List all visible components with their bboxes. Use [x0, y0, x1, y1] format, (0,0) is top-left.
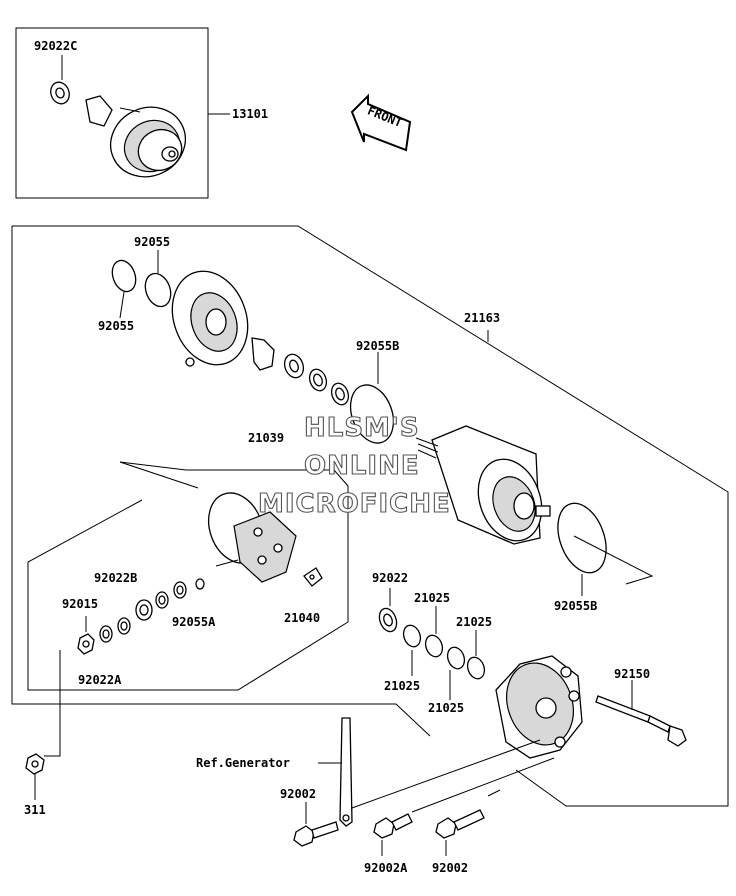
nut-92015[interactable] [77, 616, 95, 655]
front-cover[interactable] [160, 261, 260, 376]
starter-clutch-13101[interactable] [85, 95, 197, 189]
rear-cover[interactable] [495, 654, 585, 759]
washer-92022C[interactable] [48, 55, 72, 106]
label-ref-generator: Ref.Generator [196, 756, 290, 770]
o-ring-92055B-top[interactable] [343, 352, 401, 449]
o-ring-92055-a[interactable] [108, 257, 140, 319]
assembly-outline-21039 [27, 461, 349, 691]
label-92022: 92022 [372, 571, 408, 585]
bolt-leader-lines [351, 739, 555, 813]
label-92002-right: 92002 [432, 861, 468, 875]
front-arrow: FRONT [350, 93, 412, 152]
lock-plate[interactable] [251, 337, 275, 371]
label-92002A: 92002A [364, 861, 408, 875]
label-92055-top: 92055 [134, 235, 170, 249]
through-bolt-92150[interactable] [595, 680, 687, 747]
bolt-92002-left[interactable] [293, 802, 339, 847]
label-92022B: 92022B [94, 571, 137, 585]
label-92055B-bottom: 92055B [554, 599, 597, 613]
label-21025-b: 21025 [456, 615, 492, 629]
inset-box-starter-clutch [15, 27, 230, 199]
label-311: 311 [24, 803, 46, 817]
washer-stack-rear[interactable] [376, 588, 487, 700]
label-92055-left: 92055 [98, 319, 134, 333]
label-92055B-top: 92055B [356, 339, 399, 353]
watermark: HLSM'S ONLINE MICROFICHE [257, 412, 451, 519]
starter-motor-yoke[interactable] [415, 425, 553, 550]
label-13101: 13101 [232, 107, 268, 121]
watermark-line-1: HLSM'S [304, 413, 420, 443]
label-92015: 92015 [62, 597, 98, 611]
label-21025-d: 21025 [428, 701, 464, 715]
washer-chain-21039[interactable] [99, 578, 205, 643]
washer-stack-front[interactable] [281, 352, 351, 407]
label-92150: 92150 [614, 667, 650, 681]
bolt-92002-right[interactable] [435, 809, 485, 856]
label-92055A: 92055A [172, 615, 216, 629]
label-92022A: 92022A [78, 673, 122, 687]
bolt-92002A[interactable] [373, 813, 413, 856]
brush-holder-21039[interactable] [199, 485, 297, 583]
label-21039: 21039 [248, 431, 284, 445]
o-ring-92055-b[interactable] [141, 250, 175, 310]
label-21025-c: 21025 [384, 679, 420, 693]
label-92022C: 92022C [34, 39, 77, 53]
assembly-outline-21163 [11, 225, 729, 807]
watermark-line-3: MICROFICHE [258, 489, 451, 519]
label-21163: 21163 [464, 311, 500, 325]
label-21025-a: 21025 [414, 591, 450, 605]
watermark-line-2: ONLINE [304, 451, 420, 481]
generator-strap[interactable] [318, 717, 353, 827]
o-ring-92055B-bottom[interactable] [549, 497, 654, 596]
nut-311[interactable] [25, 650, 61, 800]
label-92002-left: 92002 [280, 787, 316, 801]
label-21040: 21040 [284, 611, 320, 625]
terminal-bolt-21040[interactable] [303, 567, 323, 587]
